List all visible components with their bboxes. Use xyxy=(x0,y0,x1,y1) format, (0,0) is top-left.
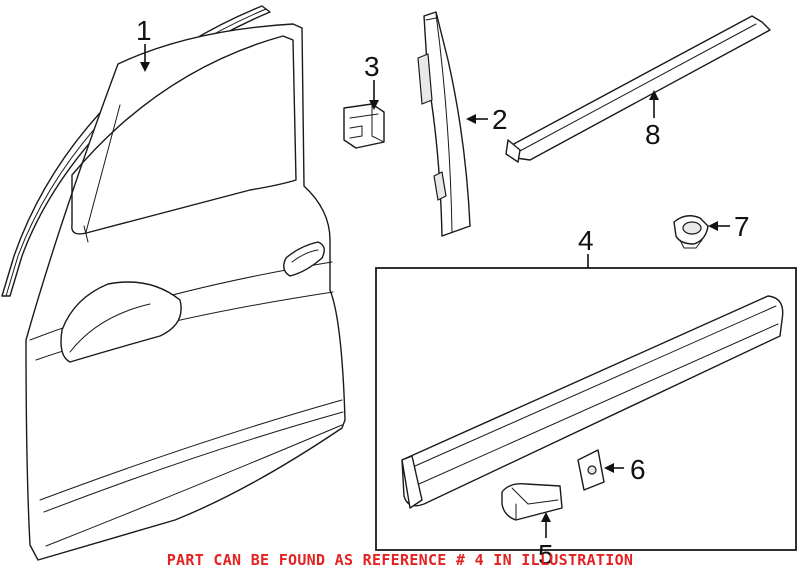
part-4-door-molding xyxy=(401,295,784,509)
part-7-push-clip xyxy=(673,215,709,249)
callout-8: 8 xyxy=(645,119,661,150)
callout-4: 4 xyxy=(578,225,594,256)
inset-box-part-4 xyxy=(375,267,797,551)
part-2-pillar-trim xyxy=(417,11,471,237)
part-6-molding-clip xyxy=(577,449,605,491)
footer-note: PART CAN BE FOUND AS REFERENCE # 4 IN IL… xyxy=(166,551,634,569)
callout-7: 7 xyxy=(734,211,750,242)
part-8-belt-molding xyxy=(505,15,771,163)
callout-5: 5 xyxy=(538,539,554,570)
callout-3: 3 xyxy=(364,51,380,82)
part-3-clip xyxy=(343,103,385,149)
part-5-molding-clip xyxy=(501,482,563,521)
leader-lines xyxy=(140,44,730,538)
callout-2: 2 xyxy=(492,104,508,135)
callout-1: 1 xyxy=(136,15,152,46)
door-shell xyxy=(25,23,346,561)
callout-6: 6 xyxy=(630,454,646,485)
